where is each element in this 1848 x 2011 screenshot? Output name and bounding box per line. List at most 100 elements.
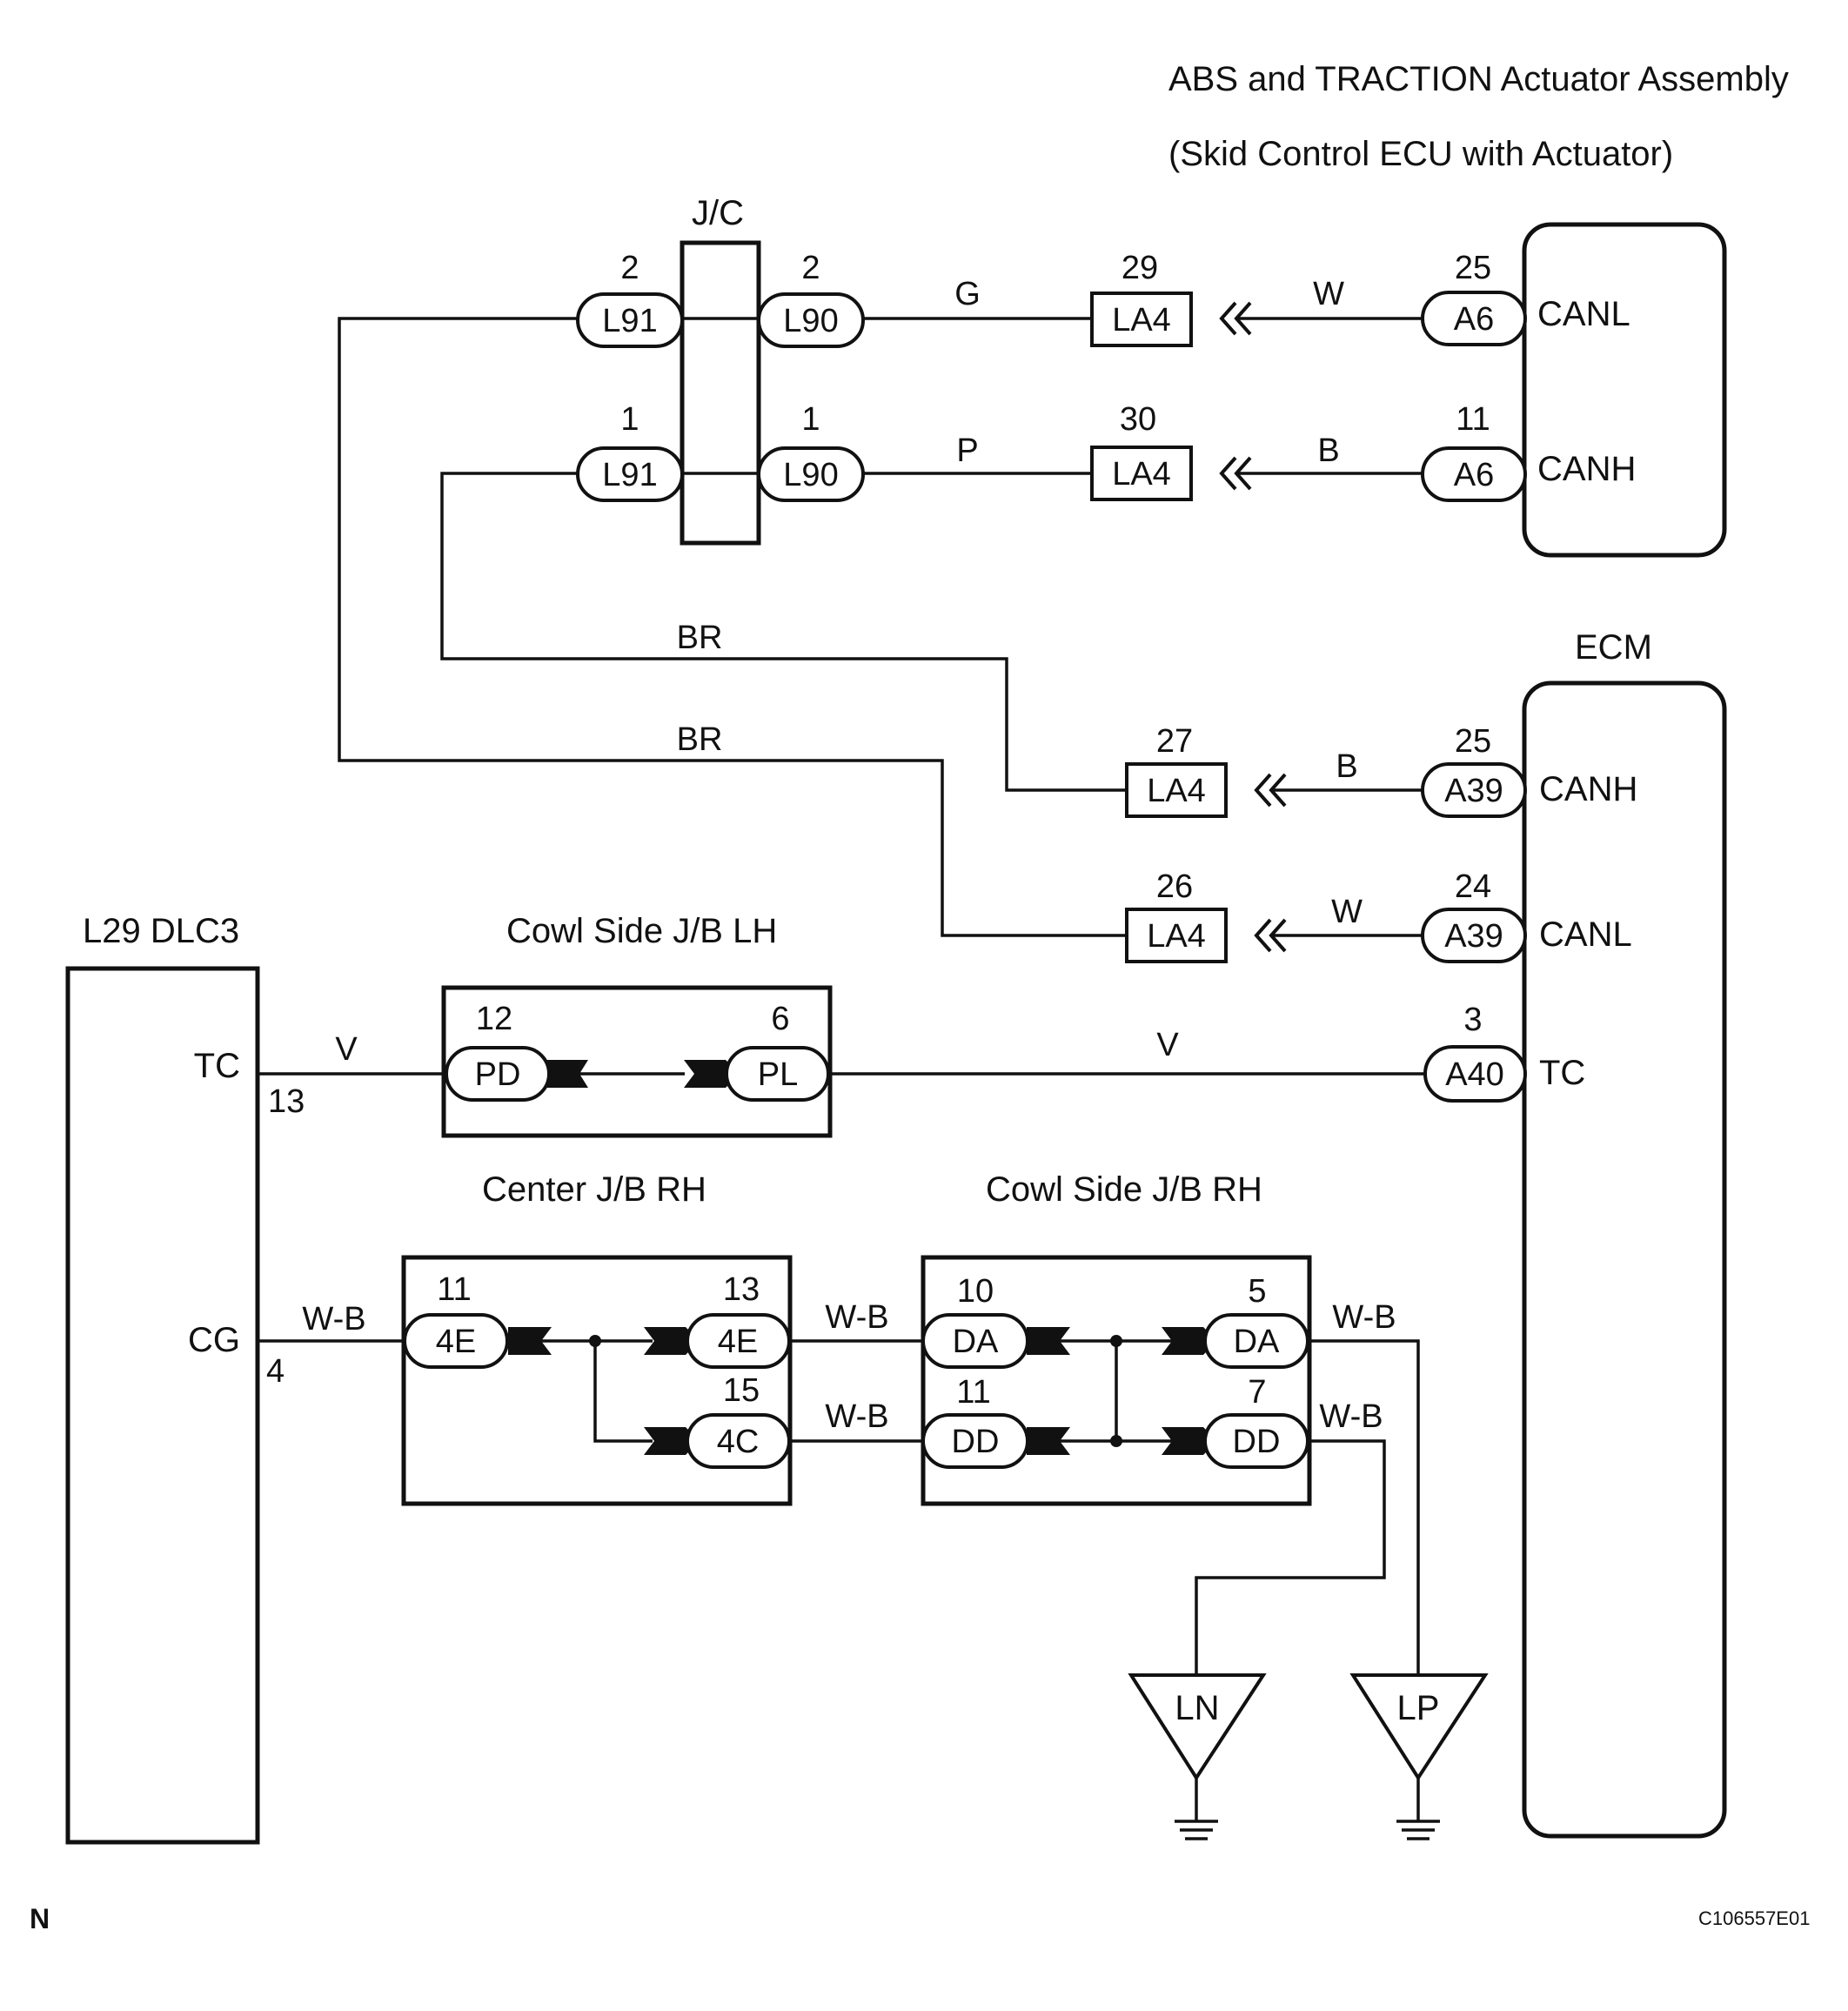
connector-l91-pin1: L91 1 (576, 401, 684, 502)
connector-name: L91 (602, 457, 657, 493)
abs-assembly-title: ABS and TRACTION Actuator Assembly (1168, 60, 1789, 98)
chevron-4e-11 (508, 1327, 552, 1355)
ecm-terminal-canl: CANL (1539, 915, 1632, 954)
connector-4e-pin13: 4E 13 (686, 1271, 791, 1369)
connector-pin: 6 (771, 1001, 789, 1037)
dlc3-label: L29 DLC3 (83, 912, 239, 950)
chevron-da-10 (1027, 1327, 1070, 1355)
connector-name: A6 (1454, 301, 1494, 338)
ecm-terminal-tc: TC (1539, 1054, 1585, 1092)
junction-dot-cowl-rh-bottom (1110, 1435, 1122, 1447)
connector-name: A40 (1445, 1056, 1504, 1093)
dlc3-terminal-tc: TC (194, 1047, 240, 1085)
connector-name: DD (952, 1424, 1000, 1460)
connector-name: L91 (602, 303, 657, 339)
connector-pin: 2 (801, 250, 820, 286)
wire-color-wb-dlc: W-B (302, 1301, 365, 1337)
ecm-box (1522, 680, 1727, 1839)
connector-l90-pin1: L90 1 (757, 401, 865, 502)
center-jb-rh-box (401, 1255, 793, 1506)
cowl-side-jb-rh-box (921, 1255, 1312, 1506)
connector-pin: 2 (620, 250, 639, 286)
connector-name: L90 (783, 303, 838, 339)
center-jb-rh-label: Center J/B RH (482, 1170, 706, 1209)
connector-4c-pin15: 4C 15 (686, 1372, 791, 1469)
connector-name: A39 (1444, 918, 1503, 955)
dlc3-tc-pin: 13 (268, 1083, 305, 1120)
connector-pl-pin6: PL 6 (725, 1001, 830, 1102)
open-connector-la4-30 (1219, 456, 1252, 491)
connector-a6-pin11: A6 11 (1421, 401, 1527, 502)
connector-a6-pin25: A6 25 (1421, 250, 1527, 346)
connector-name: 4E (718, 1324, 758, 1360)
chevron-pd (546, 1060, 588, 1088)
connector-pin: 29 (1122, 250, 1158, 286)
ground-label: LN (1175, 1689, 1219, 1727)
connector-pin: 25 (1455, 723, 1491, 760)
connector-name: A39 (1444, 773, 1503, 809)
dlc3-box (65, 966, 260, 1845)
wire-color-g: G (954, 276, 981, 312)
wire-wb-da (1308, 1339, 1420, 1675)
connector-pin: 3 (1463, 1002, 1482, 1038)
abs-terminal-canh: CANH (1537, 450, 1636, 488)
wire-color-w-abs: W (1313, 276, 1344, 312)
wire-color-br-upper: BR (677, 620, 723, 656)
ground-lp: LP (1349, 1673, 1489, 1840)
dlc3-cg-pin: 4 (266, 1353, 285, 1390)
connector-l91-pin2: L91 2 (576, 250, 684, 348)
connector-name: DD (1233, 1424, 1281, 1460)
connector-pin: 25 (1455, 250, 1491, 286)
ecm-label: ECM (1575, 628, 1652, 667)
open-connector-la4-27 (1254, 773, 1287, 808)
connector-name: A6 (1454, 457, 1494, 493)
wire-color-wb-4c: W-B (825, 1398, 888, 1435)
wire-color-br-lower: BR (677, 721, 723, 758)
connector-dd-pin11: DD 11 (921, 1374, 1029, 1469)
open-connector-symbols (1219, 301, 1287, 953)
cowl-side-jb-rh-label: Cowl Side J/B RH (986, 1170, 1262, 1209)
connector-a39-pin25: A39 25 (1421, 723, 1527, 818)
connector-pd-pin12: PD 12 (445, 1001, 551, 1102)
connector-la4-pin30: LA4 30 (1090, 401, 1193, 501)
chevron-4c-15 (644, 1427, 700, 1455)
connector-name: LA4 (1112, 302, 1171, 339)
open-connector-la4-26 (1254, 918, 1287, 953)
wire-color-wb-4e: W-B (825, 1299, 888, 1336)
ground-ln: LN (1128, 1673, 1267, 1840)
connector-da-pin10: DA 10 (921, 1273, 1029, 1369)
ground-label: LP (1397, 1689, 1440, 1727)
corner-mark: N (30, 1903, 50, 1934)
abs-terminal-canl: CANL (1537, 295, 1630, 333)
connector-pin: 11 (437, 1271, 471, 1308)
connector-la4-pin27: LA4 27 (1125, 723, 1228, 818)
connector-l90-pin2: L90 2 (757, 250, 865, 348)
connector-pin: 11 (1456, 401, 1490, 438)
connector-pin: 7 (1248, 1374, 1266, 1411)
junction-dot-center-rh (589, 1335, 601, 1347)
connector-pin: 10 (957, 1273, 994, 1310)
dlc3-terminal-cg: CG (188, 1321, 240, 1359)
chevron-4e-13 (644, 1327, 700, 1355)
chevron-da-5 (1162, 1327, 1217, 1355)
connector-la4-pin26: LA4 26 (1125, 868, 1228, 963)
wire-wb-dd (1195, 1439, 1386, 1675)
wire-color-w-ecm: W (1331, 894, 1363, 930)
connector-name: 4C (717, 1424, 760, 1460)
connector-pin: 5 (1248, 1273, 1266, 1310)
connector-la4-pin29: LA4 29 (1090, 250, 1193, 347)
open-connector-la4-29 (1219, 301, 1252, 336)
cowl-side-jb-lh-box (441, 985, 833, 1138)
filled-connector-symbols (508, 1060, 1217, 1455)
wire-color-p: P (956, 432, 978, 469)
connector-pin: 27 (1156, 723, 1193, 760)
chevron-dd-7 (1162, 1427, 1217, 1455)
connector-name: LA4 (1147, 773, 1206, 809)
wires (258, 317, 1425, 1675)
connector-da-pin5: DA 5 (1203, 1273, 1309, 1369)
wire-center-rh-branch (593, 1341, 653, 1443)
cowl-side-jb-lh-label: Cowl Side J/B LH (506, 912, 777, 950)
ecm-terminal-canh: CANH (1539, 770, 1637, 808)
figure-code: C106557E01 (1698, 1907, 1810, 1929)
